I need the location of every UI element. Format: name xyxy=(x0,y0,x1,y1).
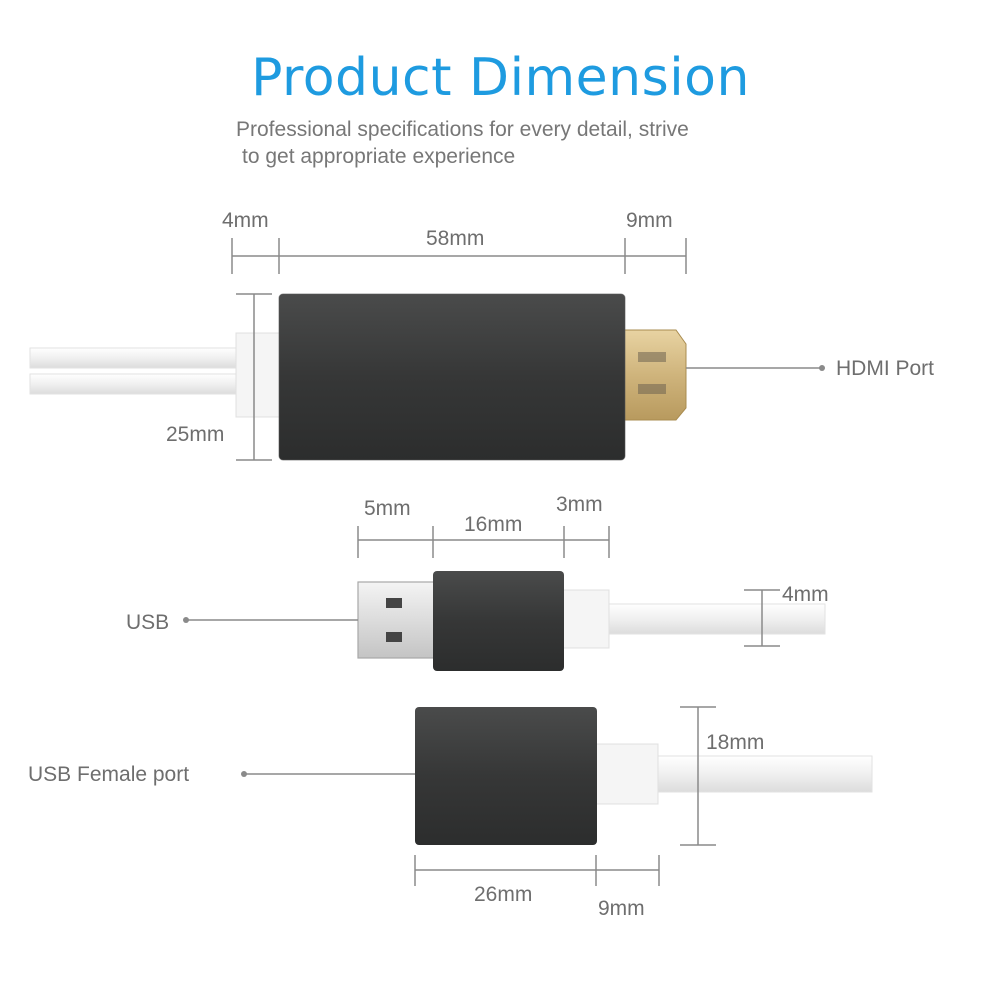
hdmi-dim-body: 58mm xyxy=(426,227,485,250)
hdmi-dimension-lines xyxy=(231,238,820,461)
usb-port-label: USB xyxy=(126,611,170,634)
hdmi-plug xyxy=(623,329,687,421)
hdmi-port-label: HDMI Port xyxy=(836,357,935,380)
usb-dim-plug: 5mm xyxy=(364,497,411,520)
page-title: Product Dimension xyxy=(251,48,750,108)
usb-female-dim-height: 18mm xyxy=(706,731,765,754)
hdmi-body xyxy=(279,294,625,460)
usb-dim-body: 16mm xyxy=(464,513,523,536)
usb-female-port-label: USB Female port xyxy=(28,763,190,786)
usb-adapter xyxy=(357,571,826,671)
usb-body xyxy=(433,571,564,671)
usb-dim-cable: 4mm xyxy=(782,583,829,606)
hdmi-collar xyxy=(235,332,281,418)
subtitle-line-2: to get appropriate experience xyxy=(242,145,516,168)
hdmi-adapter xyxy=(29,293,687,461)
subtitle-line-1: Professional specifications for every de… xyxy=(236,118,689,141)
hdmi-port-dot xyxy=(819,365,825,371)
usb-female-body xyxy=(415,707,597,845)
usb-collar xyxy=(562,589,610,649)
usb-port-dot xyxy=(183,617,189,623)
usb-female-port-dot xyxy=(241,771,247,777)
usb-dim-tail: 3mm xyxy=(556,493,603,516)
usb-female-dimension-lines xyxy=(244,706,716,886)
usb-female-adapter xyxy=(415,707,873,845)
hdmi-dim-left: 4mm xyxy=(222,209,269,232)
hdmi-cable-bottom xyxy=(29,373,241,395)
usb-female-dim-tail: 9mm xyxy=(598,897,645,920)
usb-female-collar xyxy=(595,743,659,805)
usb-dimension-lines xyxy=(186,526,780,647)
usb-female-dim-body: 26mm xyxy=(474,883,533,906)
usb-plug xyxy=(357,581,437,659)
usb-female-cable xyxy=(639,755,873,793)
hdmi-dim-height: 25mm xyxy=(166,423,225,446)
hdmi-dim-plug: 9mm xyxy=(626,209,673,232)
hdmi-cable-top xyxy=(29,347,241,369)
